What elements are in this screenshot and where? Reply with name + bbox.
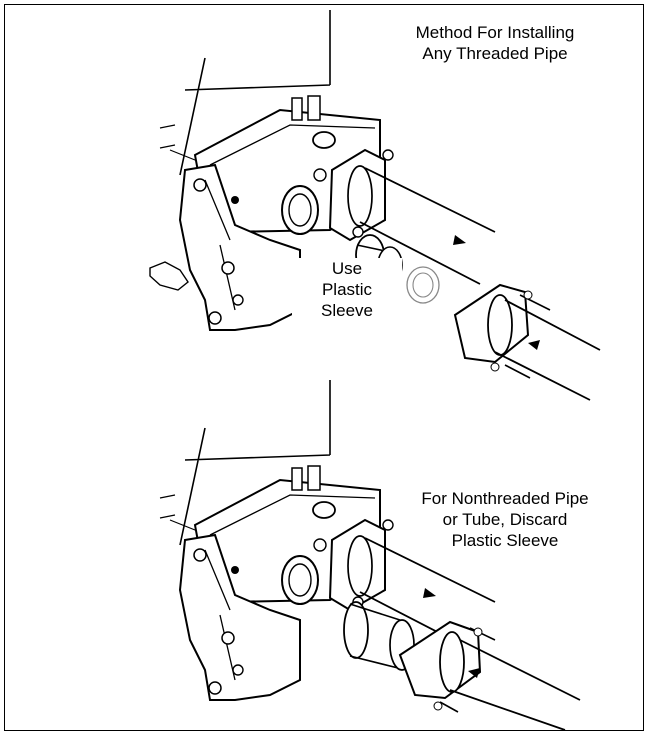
- flow-arrow-icon: [423, 588, 436, 598]
- nonthreaded-label: For Nonthreaded Pipe or Tube, Discard Pl…: [421, 489, 589, 550]
- flow-arrow-icon: [453, 235, 466, 245]
- figure-frame: [4, 4, 644, 731]
- flow-arrow-icon: [528, 340, 540, 350]
- flow-arrow-icon: [468, 668, 480, 678]
- use-sleeve-label: Use Plastic Sleeve: [292, 258, 402, 321]
- threaded-pipe-title: Method For Installing Any Threaded Pipe: [415, 23, 575, 63]
- hand-pointer-icon: [149, 261, 189, 291]
